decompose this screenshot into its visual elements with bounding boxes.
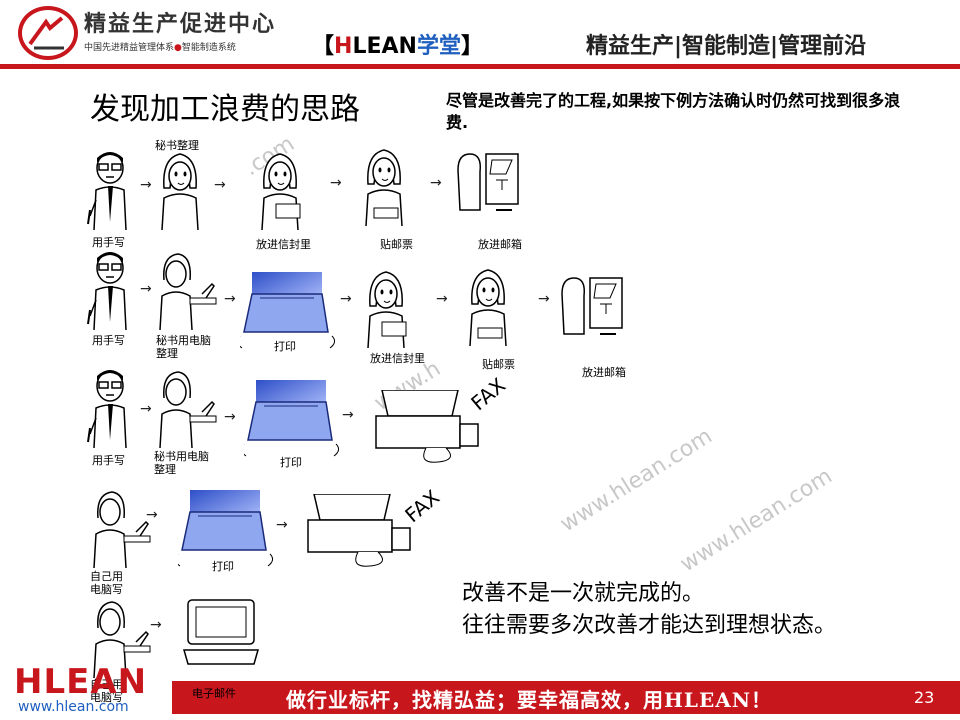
secretary-pc-figure	[159, 253, 217, 331]
label-organize: 整理	[156, 347, 178, 360]
arrow-icon: →	[538, 291, 550, 307]
arrow-icon: →	[150, 617, 162, 633]
hlean-school-tag: 【HLEAN学堂】	[312, 34, 483, 59]
printer-figure	[178, 490, 274, 567]
label-stamp: 贴邮票	[482, 358, 515, 371]
slide-header: 精益生产促进中心 中国先进精益管理体系●智能制造系统 【HLEAN学堂】 精益生…	[0, 0, 960, 69]
header-divider	[0, 64, 960, 69]
label-secretary-pc: 秘书用电脑	[156, 334, 211, 347]
label-secretary: 秘书整理	[155, 139, 199, 152]
label-self-pc: 自己用	[90, 570, 123, 583]
label-print: 打印	[280, 456, 302, 469]
label-envelope: 放进信封里	[256, 238, 311, 251]
secretary-figure	[161, 153, 199, 231]
conclusion-text: 改善不是一次就完成的。 往往需要多次改善才能达到理想状态。	[462, 578, 836, 642]
logo-icon	[18, 6, 78, 60]
watermark: www.hlean.com	[676, 463, 837, 578]
arrow-icon: →	[330, 175, 342, 191]
stamp-woman-figure	[469, 269, 507, 347]
brand-tagline: 中国先进精益管理体系●智能制造系统	[84, 43, 236, 53]
fax-machine-figure	[375, 390, 479, 463]
arrow-icon: →	[140, 401, 152, 417]
arrow-icon: →	[340, 291, 352, 307]
footer-bar	[172, 681, 960, 714]
arrow-icon: →	[214, 177, 226, 193]
mailbox-figure	[561, 277, 623, 335]
label-organize: 整理	[154, 463, 176, 476]
label-secretary-pc: 秘书用电脑	[154, 450, 209, 463]
fax-label: FAX	[466, 373, 511, 416]
footer-url[interactable]: www.hlean.com	[18, 699, 129, 715]
label-handwrite: 用手写	[92, 334, 125, 347]
header-topics: 精益生产|智能制造|管理前沿	[586, 34, 867, 59]
arrow-icon: →	[140, 281, 152, 297]
label-handwrite: 用手写	[92, 236, 125, 249]
footer-logo: HLEAN	[14, 662, 148, 702]
page-number: 23	[914, 688, 935, 707]
label-mailbox: 放进邮箱	[582, 366, 626, 379]
self-pc-user-figure	[93, 491, 151, 569]
label-self-pc: 自己用	[90, 678, 123, 691]
arrow-icon: →	[146, 507, 158, 523]
footer-slogan: 做行业标杆，找精弘益；要幸福高效，用HLEAN！	[286, 688, 773, 712]
label-print: 打印	[274, 340, 296, 353]
stamp-woman-figure	[365, 149, 403, 227]
secretary-pc-figure	[159, 371, 217, 449]
watermark: www.hlean.com	[556, 423, 717, 538]
arrow-icon: →	[224, 409, 236, 425]
fax-machine-figure	[307, 494, 411, 567]
handwriting-man-figure	[87, 369, 127, 449]
mailbox-figure	[457, 153, 519, 211]
arrow-icon: →	[436, 291, 448, 307]
label-write: 电脑写	[90, 583, 123, 596]
arrow-icon: →	[342, 407, 354, 423]
conclusion-line-1: 改善不是一次就完成的。	[462, 581, 705, 606]
label-stamp: 贴邮票	[380, 238, 413, 251]
arrow-icon: →	[224, 291, 236, 307]
computer-monitor-figure	[183, 599, 259, 665]
arrow-icon: →	[276, 517, 288, 533]
envelope-woman-figure	[367, 271, 407, 349]
label-print: 打印	[212, 560, 234, 573]
handwriting-man-figure	[87, 251, 127, 331]
printer-figure	[244, 380, 340, 457]
label-handwrite: 用手写	[92, 454, 125, 467]
intro-text: 尽管是改善完了的工程,如果按下例方法确认时仍然可找到很多浪费.	[446, 91, 901, 132]
conclusion-line-2: 往往需要多次改善才能达到理想状态。	[462, 613, 837, 638]
handwriting-man-figure	[87, 151, 127, 231]
arrow-icon: →	[430, 175, 442, 191]
slide-title: 发现加工浪费的思路	[90, 92, 360, 127]
envelope-woman-figure	[261, 153, 301, 230]
label-mailbox: 放进邮箱	[478, 238, 522, 251]
label-email: 电子邮件	[192, 687, 236, 700]
label-write: 电脑写	[90, 691, 123, 704]
arrow-icon: →	[140, 177, 152, 193]
label-envelope: 放进信封里	[370, 352, 425, 365]
brand-name: 精益生产促进中心	[84, 12, 277, 37]
